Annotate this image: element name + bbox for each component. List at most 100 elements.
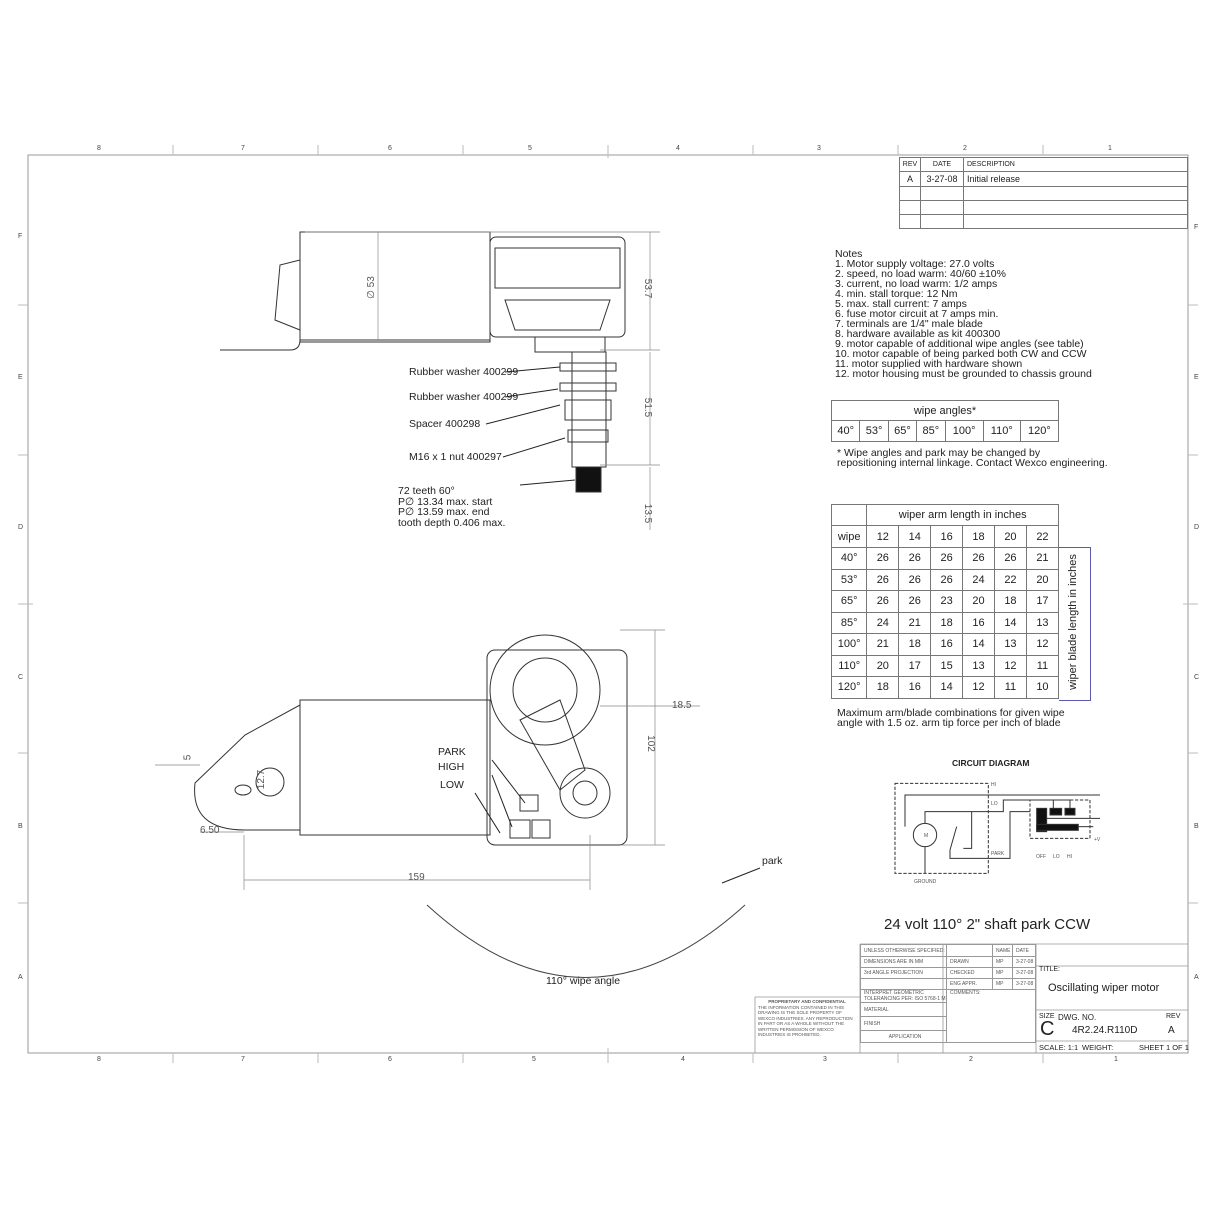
zone-row-b: B: [18, 823, 23, 830]
weight: WEIGHT:: [1082, 1043, 1114, 1052]
zone-row-e: E: [18, 374, 23, 381]
size-label: SIZE: [1039, 1013, 1055, 1020]
blade-length-cell: 26: [930, 568, 964, 591]
zone-row-e-right: E: [1194, 374, 1199, 381]
zone-col-3-bottom: 3: [823, 1056, 827, 1063]
note-item: 5. max. stall current: 7 amps: [835, 298, 967, 310]
blade-length-cell: 14: [962, 633, 995, 656]
wipe-angle-row-label: 100°: [830, 633, 868, 656]
callout-rubber-washer-1: Rubber washer 400299: [409, 366, 519, 378]
terminal-label-low: LOW: [440, 779, 464, 791]
description-header: DESCRIPTION: [963, 157, 1188, 172]
blade-length-cell: 26: [962, 547, 995, 570]
wipe-angle-cell: 110°: [982, 420, 1021, 442]
drawing-title: Oscillating wiper motor: [1048, 982, 1160, 994]
dwg-no-value: 4R2.24.R110D: [1072, 1025, 1138, 1036]
blade-length-cell: 15: [930, 654, 964, 677]
wipe-angle-row-label: 120°: [830, 676, 868, 699]
wipe-angle-label: 110° wipe angle: [546, 975, 621, 987]
dim-51-5: 51.5: [642, 397, 654, 418]
gear-spec-line: P∅ 13.59 max. end: [398, 506, 490, 518]
blade-length-cell: 26: [866, 568, 900, 591]
blade-length-cell: 13: [1025, 611, 1060, 634]
drawn-date: 3-27-08: [1011, 956, 1037, 968]
blade-length-cell: 10: [1025, 676, 1060, 699]
blade-length-cell: 12: [962, 676, 995, 699]
rev-date-cell: 3-27-08: [920, 171, 964, 187]
note-item: 7. terminals are 1/4" male blade: [835, 318, 983, 330]
zone-row-f: F: [18, 233, 23, 240]
blade-length-cell: 13: [962, 654, 995, 677]
note-item: 3. current, no load warm: 1/2 amps: [835, 278, 998, 290]
proprietary-title: PROPRIETARY AND CONFIDENTIAL: [768, 999, 846, 1004]
blade-length-cell: 21: [1025, 547, 1060, 570]
blade-length-cell: 16: [930, 633, 964, 656]
drawn-name: MP: [992, 956, 1013, 968]
blade-length-cell: 26: [898, 547, 932, 570]
blade-length-cell: 22: [993, 568, 1027, 591]
unless-specified: UNLESS OTHERWISE SPECIFIED:: [860, 944, 947, 957]
blade-length-cell: 21: [898, 611, 932, 634]
zone-row-f-right: F: [1194, 224, 1199, 231]
circuit-label-ground: GROUND: [914, 879, 937, 885]
eng-appr-date: 3-27-08: [1011, 978, 1037, 990]
circuit-diagram-title: CIRCUIT DIAGRAM: [952, 758, 1030, 768]
rev-cell: A: [899, 171, 921, 187]
comments: COMMENTS:: [946, 989, 1036, 1043]
eng-appr-label: ENG APPR.: [946, 978, 993, 990]
blade-length-cell: 24: [962, 568, 995, 591]
checked-label: CHECKED: [946, 967, 993, 979]
blade-length-cell: 17: [1025, 590, 1060, 613]
note-item: 11. motor supplied with hardware shown: [835, 358, 1023, 370]
wipe-angle-cell: 53°: [859, 420, 889, 442]
blade-length-cell: 20: [962, 590, 995, 613]
projection: 3rd ANGLE PROJECTION: [860, 967, 947, 979]
dim-53-7: 53.7: [642, 278, 654, 299]
circuit-label-plus-v: +V: [1094, 837, 1101, 843]
proprietary-text: THE INFORMATION CONTAINED IN THIS DRAWIN…: [758, 1004, 853, 1038]
circuit-label-hi: HI: [991, 782, 996, 788]
dim-102: 102: [644, 735, 656, 752]
wipe-angles-footnote: * Wipe angles and park may be changed by…: [837, 448, 1108, 469]
dim-diameter: ∅ 53: [365, 276, 377, 299]
circuit-label-hi-switch: HI: [1067, 854, 1072, 860]
zone-col-1: 1: [1108, 145, 1112, 152]
zone-row-a-right: A: [1194, 974, 1199, 981]
note-item: 6. fuse motor circuit at 7 amps min.: [835, 308, 999, 320]
wipe-angle-cell: 40°: [830, 420, 861, 442]
terminal-label-park: PARK: [438, 746, 466, 758]
blade-length-cell: 20: [1025, 568, 1060, 591]
circuit-label-motor: M: [924, 833, 929, 839]
zone-row-d-right: D: [1194, 524, 1200, 531]
arm-length-header: 12: [866, 525, 900, 548]
wipe-angle-cell: 85°: [916, 420, 946, 442]
gear-spec-line: P∅ 13.34 max. start: [398, 495, 493, 508]
note-item: 2. speed, no load warm: 40/60 ±10%: [835, 268, 1006, 280]
zone-col-6: 6: [388, 145, 392, 152]
rev-value: A: [1168, 1025, 1175, 1036]
date-header: DATE: [1011, 944, 1037, 957]
caption-line: angle with 1.5 oz. arm tip force per inc…: [837, 717, 1061, 729]
blade-length-cell: 26: [866, 590, 900, 613]
gear-spec-line: tooth depth 0.406 max.: [398, 516, 506, 529]
zone-row-d: D: [18, 524, 24, 531]
zone-col-8-bottom: 8: [97, 1056, 101, 1063]
gear-spec-line: 72 teeth 60°: [398, 485, 455, 497]
rev-description-cell: Initial release: [963, 171, 1188, 187]
name-header: NAME: [992, 944, 1013, 957]
blade-length-label-box: wiper blade length in inches: [1059, 547, 1091, 701]
zone-col-3: 3: [817, 145, 821, 152]
arm-length-header: 14: [898, 525, 932, 548]
note-item: 10. motor capable of being parked both C…: [835, 348, 1087, 360]
checked-date: 3-27-08: [1011, 967, 1037, 979]
tolerancing: INTERPRET GEOMETRIC TOLERANCING PER: ISO…: [860, 989, 947, 1003]
wipe-angle-row-label: 85°: [830, 611, 868, 634]
zone-col-2-bottom: 2: [969, 1056, 973, 1063]
